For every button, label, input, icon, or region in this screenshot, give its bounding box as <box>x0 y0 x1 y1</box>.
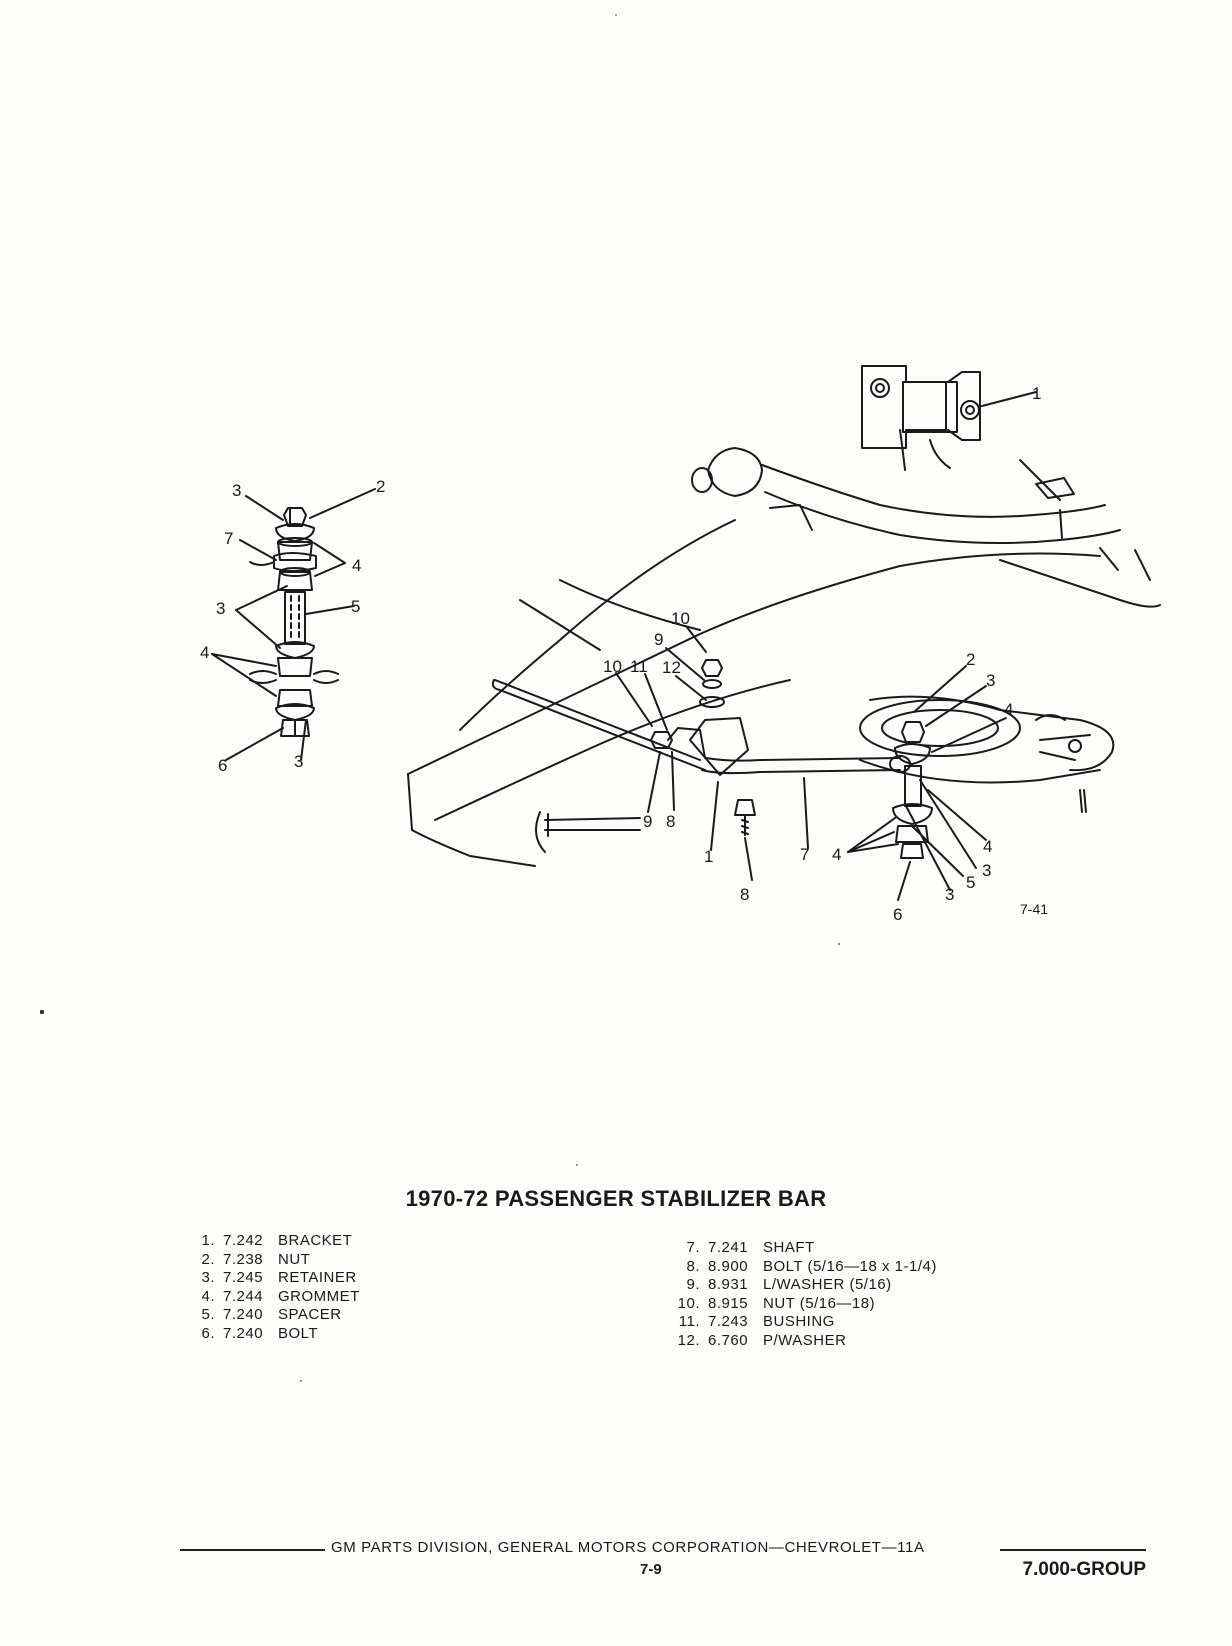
callout-9: 9 <box>643 812 652 831</box>
scan-speck <box>300 1380 302 1382</box>
detail-callouts: 3 2 7 4 3 5 4 6 3 <box>200 477 385 775</box>
footer-rule-left <box>180 1549 325 1551</box>
callout-6: 6 <box>218 756 227 775</box>
callout-12: 12 <box>662 658 681 677</box>
callout-8: 8 <box>740 885 749 904</box>
main-callouts: 1 10 9 10 11 12 2 3 4 9 8 1 7 4 8 4 3 5 … <box>603 384 1041 924</box>
callout-1: 1 <box>1032 384 1041 403</box>
scan-speck <box>576 1164 578 1166</box>
callout-7: 7 <box>224 529 233 548</box>
callout-6: 6 <box>893 905 902 924</box>
callout-8: 8 <box>666 812 675 831</box>
callout-11: 11 <box>630 657 648 676</box>
callout-5: 5 <box>351 597 360 616</box>
stabilizer-bar-diagram: 3 2 7 4 3 5 4 6 3 1 10 9 10 11 12 2 3 4 … <box>200 365 1161 924</box>
callout-1: 1 <box>704 847 713 866</box>
callout-4: 4 <box>352 556 361 575</box>
footer-text: GM PARTS DIVISION, GENERAL MOTORS CORPOR… <box>331 1539 925 1556</box>
callout-10: 10 <box>671 609 690 628</box>
callout-4: 4 <box>983 837 992 856</box>
scan-speck <box>615 14 617 16</box>
callout-4: 4 <box>200 643 209 662</box>
figure-number: 7-41 <box>1020 901 1048 917</box>
diagram-title: 1970-72 PASSENGER STABILIZER BAR <box>405 1186 827 1211</box>
callout-3: 3 <box>982 861 991 880</box>
page-number: 7-9 <box>640 1561 662 1578</box>
main-assembly <box>407 447 1161 901</box>
callout-3: 3 <box>216 599 225 618</box>
callout-4: 4 <box>1004 700 1013 719</box>
callout-3: 3 <box>294 752 303 771</box>
callout-3: 3 <box>945 885 954 904</box>
scan-speck <box>838 943 840 945</box>
callout-10: 10 <box>603 657 622 676</box>
callout-9: 9 <box>654 630 663 649</box>
callout-5: 5 <box>966 873 975 892</box>
callout-2: 2 <box>966 650 975 669</box>
callout-2: 2 <box>376 477 385 496</box>
callout-7: 7 <box>800 845 809 864</box>
link-assembly-detail <box>211 488 376 761</box>
group-label: 7.000-GROUP <box>1022 1559 1146 1580</box>
callout-4: 4 <box>832 845 841 864</box>
callout-3: 3 <box>232 481 241 500</box>
callout-3: 3 <box>986 671 995 690</box>
bracket-detail <box>861 365 1037 471</box>
scan-speck <box>40 1010 44 1014</box>
footer-rule-right <box>1000 1549 1146 1551</box>
